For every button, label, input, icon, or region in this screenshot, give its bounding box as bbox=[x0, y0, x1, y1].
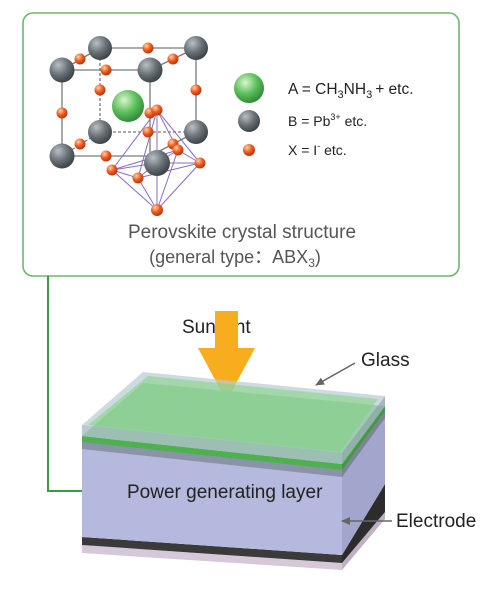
sub-green-strip-front bbox=[82, 441, 342, 477]
site-x-sphere bbox=[74, 53, 86, 65]
site-x-sphere bbox=[142, 126, 154, 138]
structure-title: Perovskite crystal structure bbox=[128, 222, 356, 243]
site-x-sphere bbox=[100, 64, 112, 76]
site-x-sphere bbox=[56, 107, 68, 119]
site-b-sphere bbox=[88, 120, 112, 144]
site-x-sphere bbox=[151, 104, 163, 116]
power-layer-side bbox=[342, 406, 385, 470]
site-x-sphere bbox=[94, 84, 106, 96]
crystal-structure bbox=[49, 36, 208, 216]
base-layer-side bbox=[342, 512, 385, 570]
site-b-sphere bbox=[137, 57, 163, 83]
legend-a-text: A = CH3NH3+ etc. bbox=[288, 81, 414, 101]
glass-label: Glass bbox=[361, 350, 410, 371]
electrode-label: Electrode bbox=[396, 511, 476, 532]
site-x-sphere bbox=[74, 138, 86, 150]
glass-pointer bbox=[315, 362, 356, 386]
structure-subtitle: (general type：ABX3) bbox=[149, 247, 321, 270]
sub-green-strip-side bbox=[342, 410, 385, 477]
legend: A = CH3NH3+ etc. B = Pb3+ etc. X = I- et… bbox=[234, 73, 414, 158]
glass-side bbox=[342, 396, 385, 464]
structure-box bbox=[22, 12, 460, 277]
site-x-sphere bbox=[151, 204, 163, 216]
site-x-sphere bbox=[194, 157, 206, 169]
power-layer-front bbox=[82, 436, 342, 470]
site-x-sphere bbox=[132, 172, 144, 184]
legend-a-sphere bbox=[234, 73, 264, 103]
legend-x-text: X = I- etc. bbox=[288, 141, 347, 158]
site-b-sphere bbox=[144, 150, 170, 176]
legend-b-text: B = Pb3+ etc. bbox=[288, 112, 367, 129]
site-x-sphere bbox=[190, 84, 202, 96]
electrode-layer-front bbox=[82, 537, 342, 563]
site-x-sphere bbox=[100, 150, 112, 162]
electrode-layer-side bbox=[342, 484, 385, 563]
solar-cell-stack bbox=[82, 372, 385, 570]
site-b-sphere bbox=[49, 57, 75, 83]
substrate-side bbox=[342, 415, 385, 555]
legend-b-sphere bbox=[238, 110, 260, 132]
glass-top-green bbox=[88, 376, 378, 452]
site-a-sphere bbox=[112, 90, 144, 122]
site-x-sphere bbox=[106, 164, 118, 176]
base-layer-front bbox=[82, 545, 342, 570]
glass-front bbox=[82, 425, 342, 464]
site-x-sphere bbox=[172, 144, 184, 156]
legend-x-sphere bbox=[243, 144, 255, 156]
substrate-front bbox=[82, 447, 342, 555]
site-b-sphere bbox=[49, 143, 75, 169]
site-b-sphere bbox=[88, 36, 112, 60]
power-layer-label: Power generating layer bbox=[127, 482, 323, 503]
site-x-sphere bbox=[142, 42, 154, 54]
sunlight-arrow bbox=[198, 311, 255, 401]
site-b-sphere bbox=[184, 36, 208, 60]
site-x-sphere bbox=[167, 53, 179, 65]
site-b-sphere bbox=[184, 120, 208, 144]
